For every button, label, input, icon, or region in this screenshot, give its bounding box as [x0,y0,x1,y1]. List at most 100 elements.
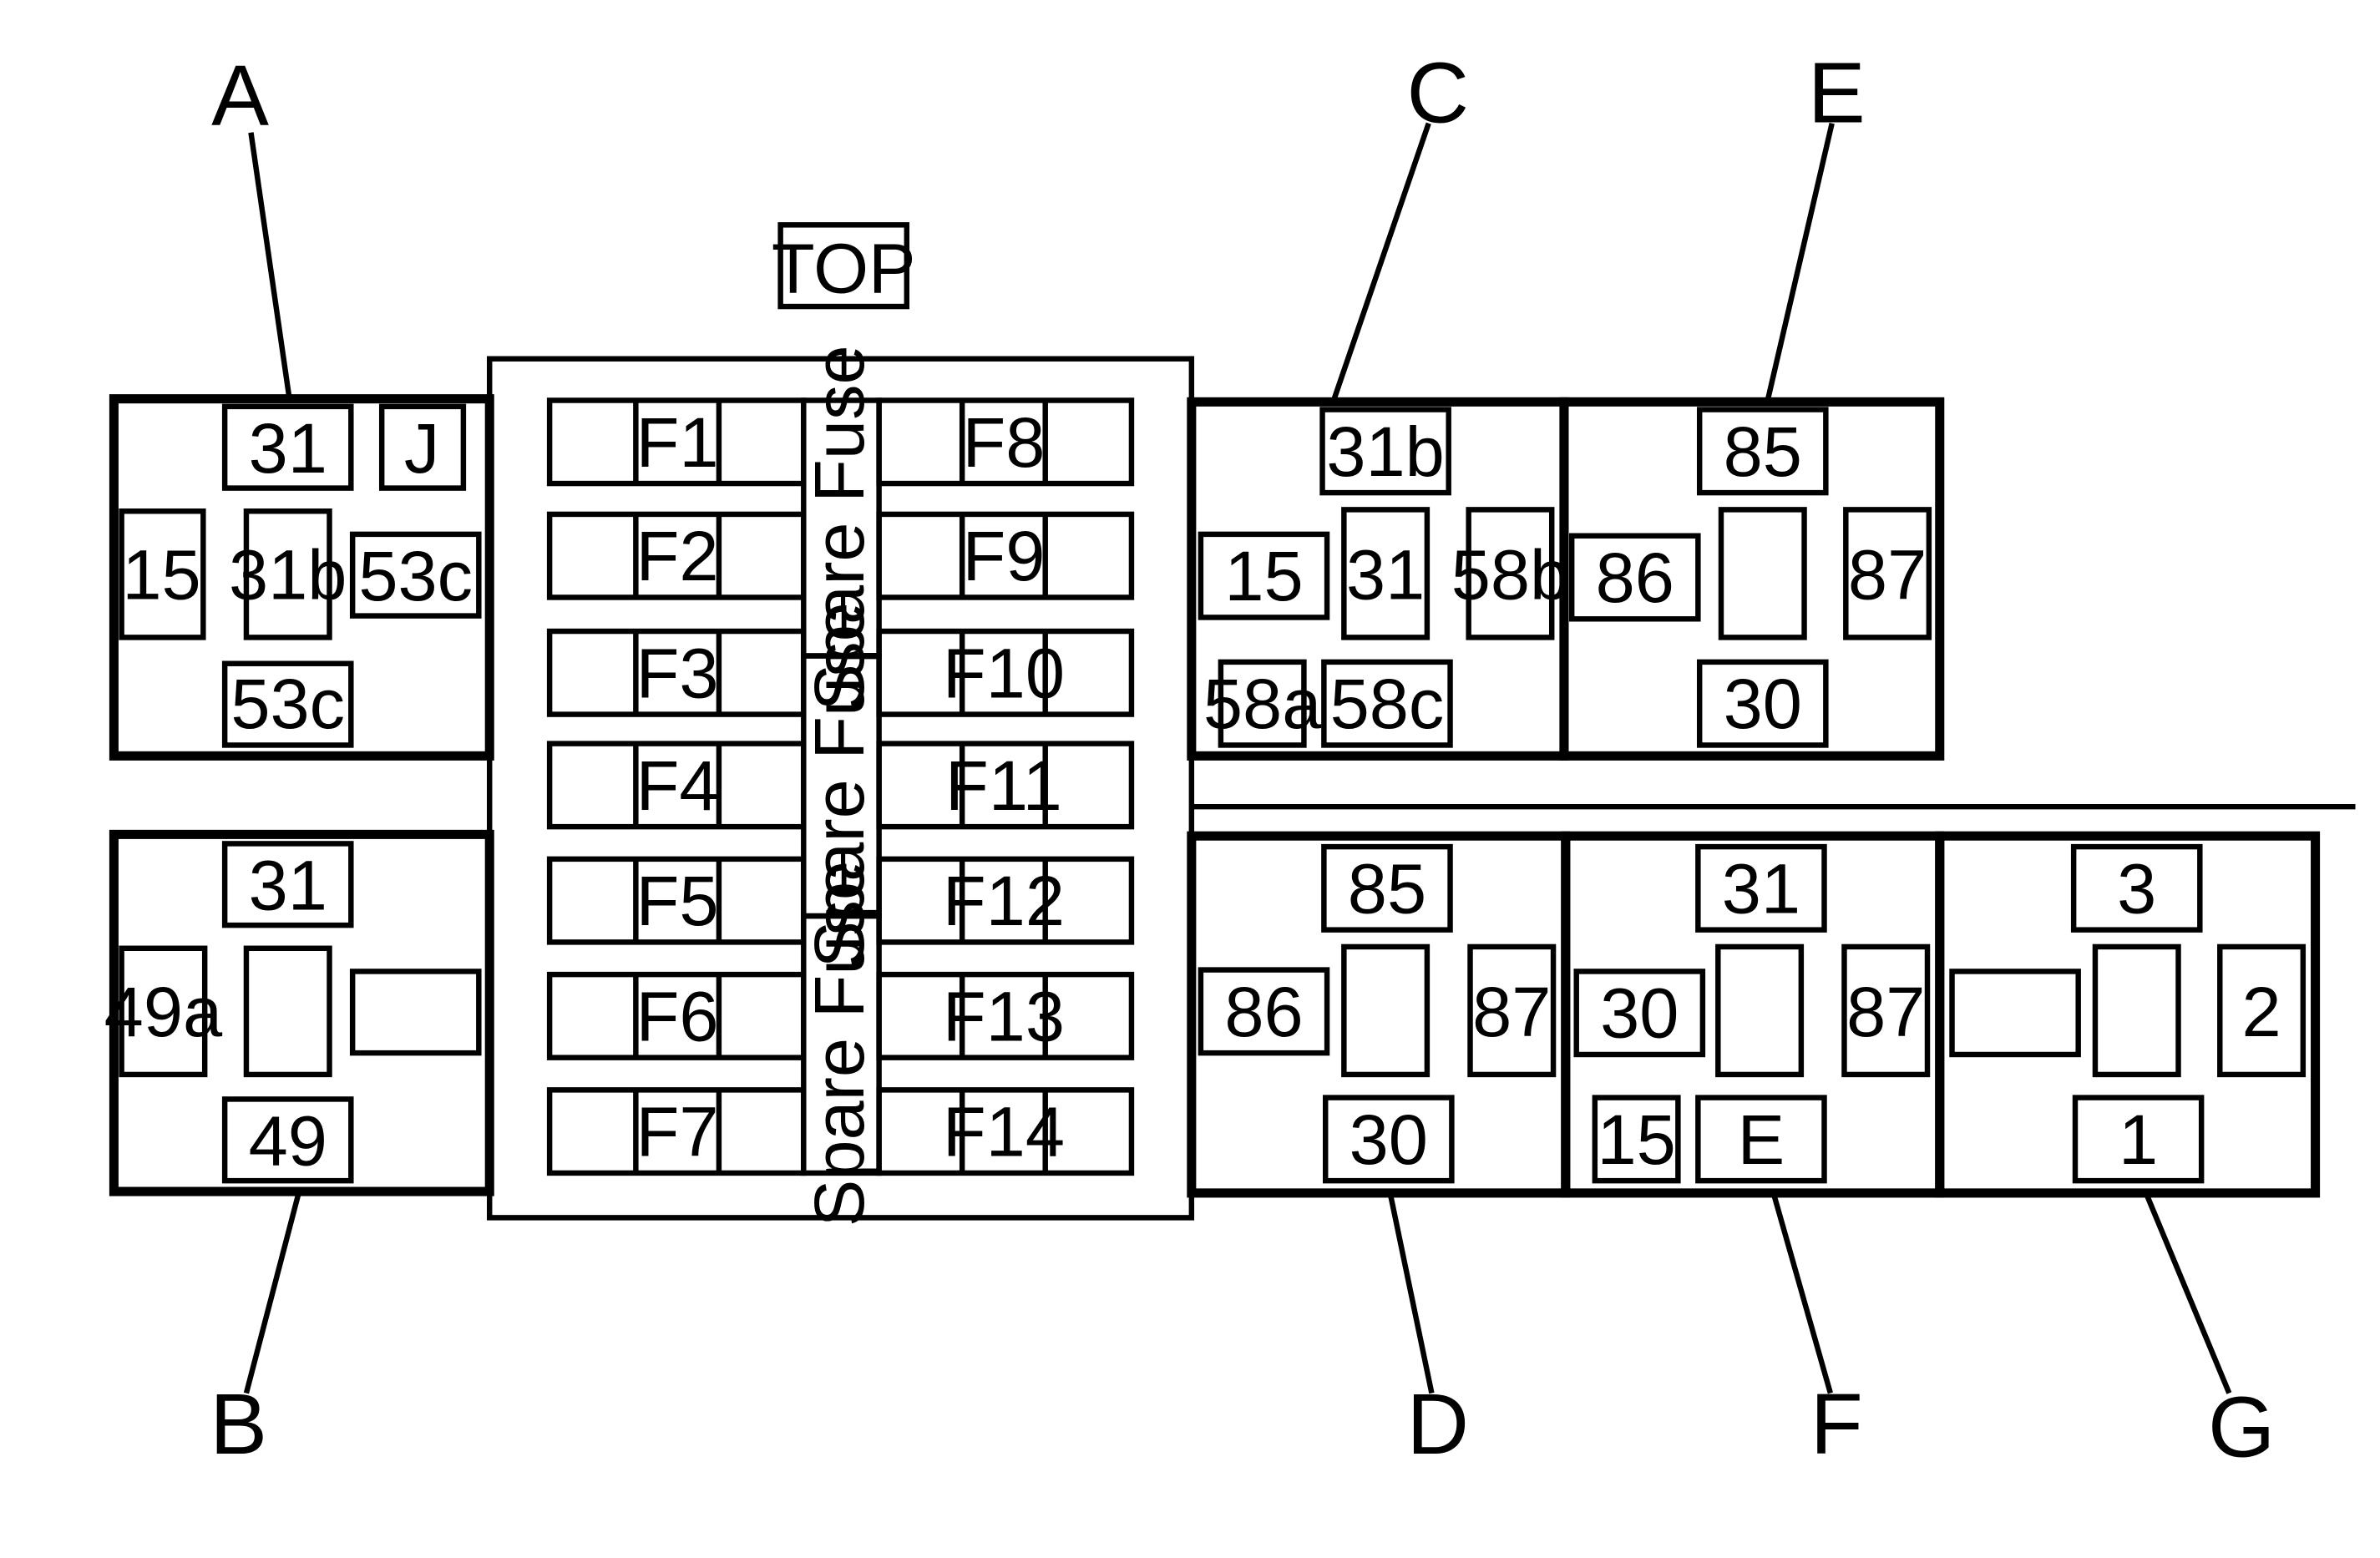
spare-fuse-slot-3 [801,913,882,1176]
terminal-blank-left [1949,969,2081,1058]
callout-g: G [2208,1379,2275,1475]
terminal-3 [2070,843,2203,933]
terminal-blank-center [243,945,332,1078]
block-g-outline [1935,831,2321,1198]
fuse-row-f8: F8 [876,397,1135,487]
terminal-31-label: 31 [249,846,327,925]
terminal-31b-label: 31b [229,534,347,614]
terminal-2-label: 2 [2241,972,2281,1051]
terminal-58c-label: 58c [1330,664,1445,743]
relay-block-b: 31 49a 49 [104,829,494,1196]
fuse-label: F12 [943,861,1065,940]
fuse-label: F13 [943,976,1065,1055]
terminal-15 [119,508,206,640]
terminal-15 [1198,531,1330,620]
relay-block-d: 85 86 87 30 [1187,831,1571,1198]
terminal-1-label: 1 [2119,1100,2158,1179]
terminal-86-label: 86 [1224,972,1303,1051]
terminal-86 [1568,533,1701,622]
terminal-49 [221,1096,354,1184]
fuse-label: F5 [636,861,719,940]
fuse-block-outline [486,356,1195,1221]
callout-b: B [210,1376,267,1472]
relay-block-c: 31b 15 31 58b 58a 58c [1187,397,1569,761]
terminal-2 [2217,943,2307,1078]
fuse-row-f6: F6 [546,971,807,1060]
leader-line-b [243,1192,301,1394]
terminal-31 [221,403,354,491]
fuse-label: F14 [943,1092,1065,1171]
terminal-e-label: E [1738,1100,1785,1179]
terminal-15 [1592,1095,1681,1184]
fuse-row-f5: F5 [546,856,807,945]
callout-e: E [1808,44,1866,140]
terminal-58b [1466,507,1555,640]
terminal-31 [1341,507,1431,640]
relay-block-a: 31 J 15 31b 53c 53c [109,394,494,761]
terminal-58b-label: 58b [1451,534,1569,614]
terminal-49a-label: 49a [104,972,223,1051]
terminal-85-label: 85 [1724,412,1802,491]
terminal-e [1695,1095,1827,1184]
leader-line-c [1330,122,1431,403]
terminal-87-label: 87 [1846,972,1925,1051]
terminal-31b [1319,407,1451,496]
callout-f: F [1810,1376,1863,1472]
spare-fuse-label-3: Spare Fuse [799,861,879,1227]
fuse-label: F11 [945,746,1062,825]
fuse-label: F9 [962,516,1045,595]
terminal-15-label: 15 [1224,536,1303,615]
fuse-row-f11: F11 [876,741,1135,830]
callout-c: C [1407,44,1470,140]
terminal-49-label: 49 [249,1101,327,1181]
relay-block-g: 3 2 1 [1935,831,2321,1198]
terminal-49a [119,945,208,1078]
fuse-row-f1: F1 [546,397,807,487]
terminal-31-label: 31 [1346,534,1425,614]
terminal-87-label: 87 [1472,972,1551,1051]
terminal-31-label: 31 [1722,848,1800,928]
fuse-label: F3 [636,633,719,712]
leader-line-e [1765,122,1835,403]
relay-block-f: 31 30 87 15 E [1561,831,1945,1198]
terminal-30-label: 30 [1350,1100,1428,1179]
block-e-outline [1559,397,1945,761]
terminal-85-label: 85 [1348,848,1426,928]
fuse-label: F10 [943,633,1065,712]
terminal-31 [221,841,354,928]
terminal-blank-center [1341,943,1431,1078]
terminal-30 [1696,659,1829,748]
terminal-85 [1321,843,1453,933]
terminal-31b-label: 31b [1326,412,1444,491]
terminal-1 [2072,1095,2205,1184]
terminal-31-label: 31 [249,408,327,488]
callout-a: A [211,48,269,144]
terminal-85 [1696,407,1829,496]
terminal-53c-right-label: 53c [358,536,473,615]
terminal-53c-bottom [221,660,354,748]
fuse-row-f10: F10 [876,628,1135,717]
fuse-label: F1 [636,402,719,482]
terminal-30 [1573,969,1706,1058]
terminal-30-label: 30 [1724,664,1802,743]
top-label-box [777,222,910,310]
leader-line-g [2143,1191,2232,1394]
terminal-30-label: 30 [1600,974,1679,1053]
terminal-53c-bottom-label: 53c [230,664,345,743]
terminal-87-label: 87 [1848,534,1927,614]
terminal-87 [1841,943,1931,1078]
terminal-31 [1695,843,1827,933]
terminal-j [378,403,467,491]
terminal-58c [1321,659,1453,748]
terminal-blank-center [1718,507,1807,640]
fuse-label: F4 [636,746,719,825]
fuse-row-f13: F13 [876,971,1135,1060]
fuse-row-f2: F2 [546,511,807,600]
fuse-row-f3: F3 [546,628,807,717]
callout-d: D [1407,1376,1470,1472]
terminal-30 [1322,1095,1455,1184]
terminal-blank-center [2092,943,2181,1078]
terminal-87 [1843,507,1932,640]
spare-fuse-label-1: Spare Fuse [799,345,879,711]
